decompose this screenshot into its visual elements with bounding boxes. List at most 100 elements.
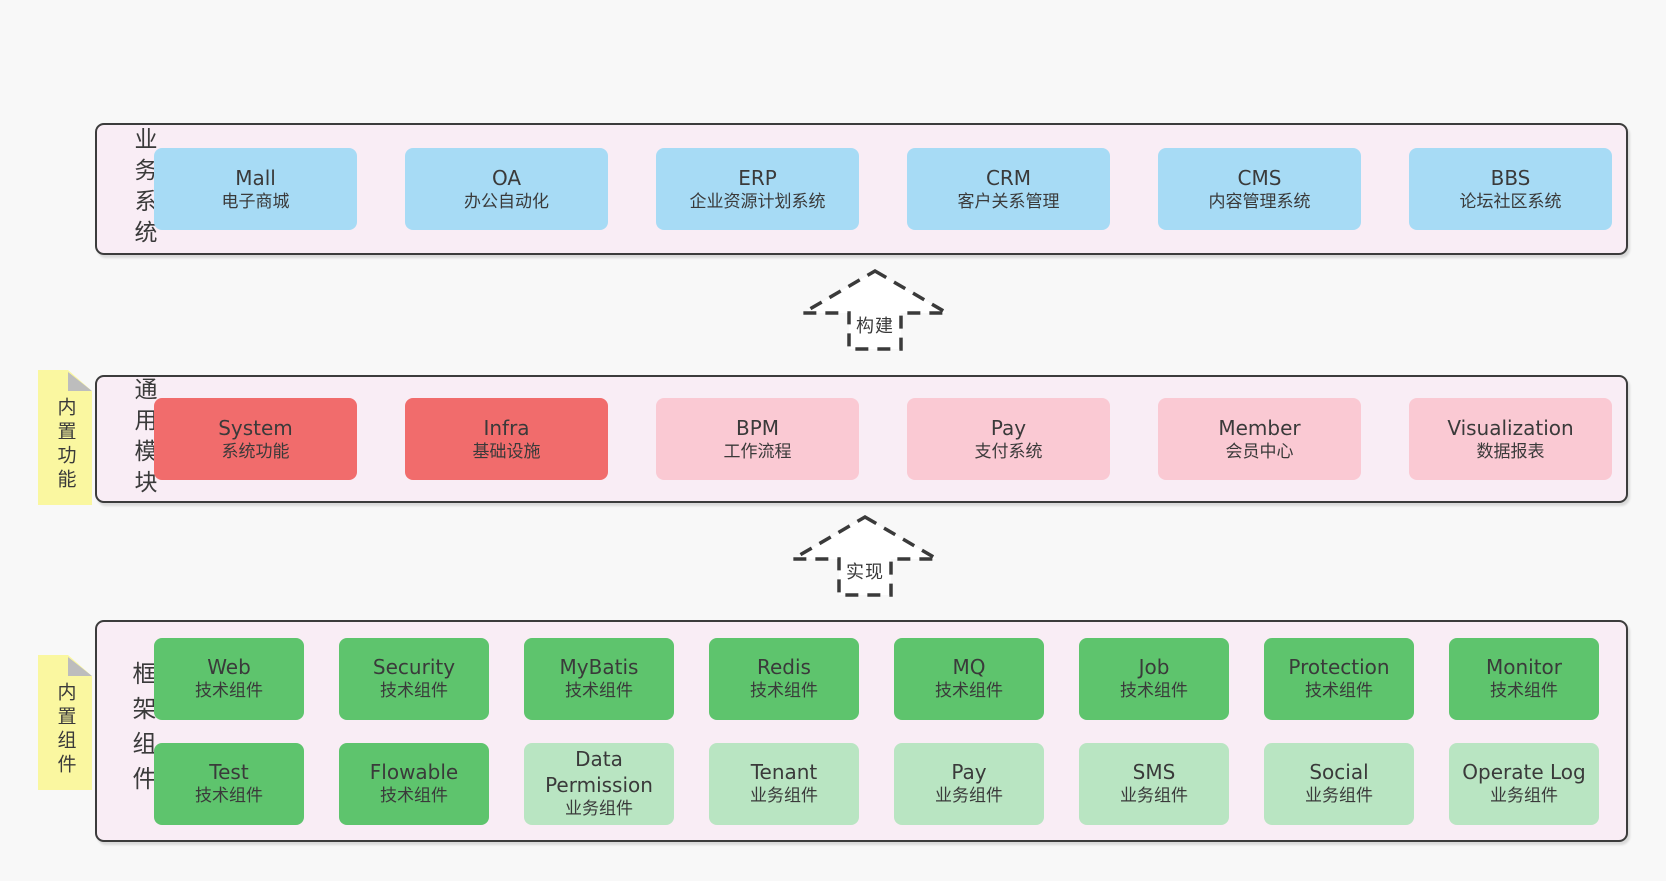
box-title: CMS — [1237, 165, 1282, 190]
box-subtitle: 办公自动化 — [464, 191, 549, 212]
arrow-implement: 实现 — [790, 514, 940, 598]
sticky-tab-built-in-components: 内置组件 — [38, 655, 92, 790]
box-subtitle: 技术组件 — [1305, 681, 1373, 702]
box-title: BPM — [735, 415, 780, 440]
sticky-tab-label: 内置功能 — [54, 396, 77, 493]
box-title: Member — [1218, 415, 1301, 440]
arrow-build: 构建 — [800, 268, 950, 352]
box-subtitle: 客户关系管理 — [957, 191, 1060, 212]
box-subtitle: 系统功能 — [221, 441, 290, 462]
box-subtitle: 业务组件 — [935, 786, 1003, 807]
box-title: Security — [372, 655, 456, 680]
box-title: Mall — [235, 165, 276, 190]
box-title: Social — [1309, 760, 1369, 785]
folded-corner-icon — [68, 372, 92, 391]
box-title: Redis — [757, 655, 811, 680]
box-title: Infra — [483, 415, 530, 440]
box-subtitle: 支付系统 — [974, 441, 1043, 462]
box-title: MQ — [952, 655, 986, 680]
box-subtitle: 论坛社区系统 — [1459, 191, 1562, 212]
box-title: Monitor — [1485, 655, 1563, 680]
box-title: OA — [491, 165, 522, 190]
dashed-up-arrow-icon — [790, 514, 940, 597]
box-subtitle: 技术组件 — [380, 681, 448, 702]
box-title: Pay — [951, 760, 987, 785]
box-title: Tenant — [750, 760, 818, 785]
box-subtitle: 会员中心 — [1225, 441, 1294, 462]
folded-corner-icon — [68, 657, 92, 676]
box-subtitle: 技术组件 — [380, 786, 448, 807]
box-subtitle: 业务组件 — [1490, 786, 1558, 807]
box-subtitle: 数据报表 — [1476, 441, 1545, 462]
box-subtitle: 业务组件 — [1120, 786, 1188, 807]
sticky-tab-built-in-features: 内置功能 — [38, 370, 92, 505]
box-subtitle: 技术组件 — [750, 681, 818, 702]
box-subtitle: 内容管理系统 — [1208, 191, 1311, 212]
box-title: System — [218, 415, 293, 440]
box-subtitle: 技术组件 — [1120, 681, 1188, 702]
section-label-common-modules: 通用模块 — [130, 377, 156, 501]
box-title: Flowable — [369, 760, 459, 785]
box-subtitle: 技术组件 — [565, 681, 633, 702]
box-title: MyBatis — [559, 655, 639, 680]
box-subtitle: 企业资源计划系统 — [689, 191, 826, 212]
box-subtitle: 技术组件 — [935, 681, 1003, 702]
box-title: Job — [1138, 655, 1170, 680]
arrow-implement-label: 实现 — [846, 562, 884, 583]
box-subtitle: 工作流程 — [723, 441, 792, 462]
box-subtitle: 业务组件 — [1305, 786, 1373, 807]
box-title: Web — [207, 655, 251, 680]
box-title: Visualization — [1447, 415, 1574, 440]
box-subtitle: 技术组件 — [195, 681, 263, 702]
box-subtitle: 业务组件 — [565, 799, 633, 820]
sticky-tab-label: 内置组件 — [54, 681, 77, 778]
section-label-framework-components: 框架组件 — [128, 661, 156, 801]
box-title: Data Permission — [545, 747, 653, 798]
box-subtitle: 业务组件 — [750, 786, 818, 807]
box-title: BBS — [1490, 165, 1531, 190]
box-subtitle: 电子商城 — [221, 191, 290, 212]
box-title: Test — [209, 760, 249, 785]
box-title: Pay — [990, 415, 1027, 440]
box-title: Operate Log — [1462, 760, 1586, 785]
box-subtitle: 技术组件 — [1490, 681, 1558, 702]
arrow-build-label: 构建 — [856, 316, 894, 337]
box-title: CRM — [985, 165, 1032, 190]
box-title: ERP — [738, 165, 777, 190]
